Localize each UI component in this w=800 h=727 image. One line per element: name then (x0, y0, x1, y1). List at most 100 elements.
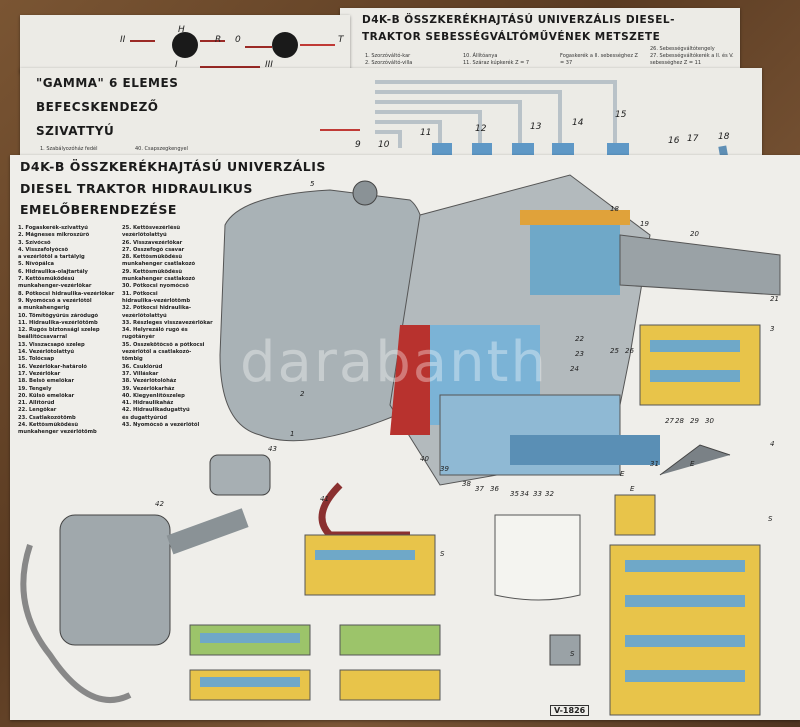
gearbox-legend-4: 11. Száraz kúpkerék Z = 7 (463, 60, 530, 66)
callout-number: 27 (665, 417, 674, 425)
legend-item: 38. Vezérlőtolóház (122, 378, 177, 385)
legend-item: 33. Részleges visszavezérlőkar (122, 319, 213, 326)
oil-reservoir-schematic (494, 514, 581, 666)
callout-number: 33 (533, 490, 542, 498)
pressure-pipe (318, 482, 410, 539)
callout-number: S (570, 650, 575, 658)
legend-item: 32. Pótkocsi hidraulika- (122, 305, 192, 312)
legend-item: 22. Lengőkar (18, 407, 57, 414)
callout-number: S (440, 550, 445, 558)
legend-item: 19. Tengely (18, 385, 52, 392)
legend-item: 25. Kettősvezérlésű (122, 225, 181, 231)
legend-item: 14. Vezérlőtolattyú (18, 349, 75, 356)
callout-number: 31 (650, 460, 659, 468)
callout-number: 25 (610, 347, 619, 355)
schematic-right-upper (639, 324, 761, 406)
injection-pump-poster: "GAMMA" 6 ELEMES BEFECSKENDEZŐ SZIVATTYÚ… (20, 68, 762, 168)
legend-item: 43. Nyomócső a vezérlőtől (122, 422, 200, 429)
callout-number: 2 (300, 390, 305, 398)
legend-item: 26. Visszavezérlőkar (122, 239, 183, 246)
callout-number: 3 (770, 325, 775, 333)
legend-item: a vezérlőtől a tartályig (18, 254, 85, 261)
part-number: 11 (420, 128, 432, 138)
legend-item: 27. Összefogó csavar (122, 246, 185, 253)
legend-item: munkahenger csatlakozó (122, 261, 196, 268)
legend-item: 5. Nívópálca (18, 261, 55, 268)
legend-item: 40. Kiegyenlítőszelep (122, 392, 185, 399)
legend-item: 15. Tolócsap (18, 356, 55, 363)
legend-item: 29. Kettősműködésű (122, 268, 183, 275)
callout-number: 20 (690, 230, 699, 238)
callout-number: 18 (610, 205, 619, 213)
legend-item: 35. Összekötőcső a pótkocsi (122, 341, 205, 348)
callout-number: 29 (690, 417, 699, 425)
part-number: 10 (378, 140, 390, 150)
legend-item: 4. Visszafolyócső (18, 246, 69, 253)
callout-number: S (768, 515, 773, 523)
gearbox-legend-6: 26. Sebességváltótengely (650, 46, 715, 52)
legend-item: 8. Pótkocsi hidraulika-vezérlőkar (18, 290, 115, 297)
legend-item: beállítócsavarral (18, 334, 68, 341)
callout-number: 30 (705, 417, 714, 425)
gearbox-legend-1: 1. Szorzóváltó-kar (365, 53, 411, 59)
callout-number: 1 (290, 430, 295, 438)
legend-item: vezérlőtolattyú (122, 232, 167, 239)
legend-item: 41. Hidraulikaház (122, 400, 174, 407)
legend-item: vezérlőtől a csatlakozó- (122, 349, 192, 356)
callout-number: 24 (570, 365, 579, 373)
legend-item: 30. Pótkocsi nyomócső (122, 283, 189, 290)
legend-item: a munkahengerig (18, 305, 70, 312)
gearbox-legend-5: Fogaskerék a II. sebességhez Z = 37 (560, 53, 638, 66)
valve-spool (510, 435, 660, 465)
callout-number: 42 (155, 500, 164, 508)
legend-item: 9. Nyomócső a vezérlőtől (18, 297, 92, 304)
gearbox-legend-3: 10. Állítóanya (463, 53, 498, 59)
shift-pattern-diagram (130, 32, 335, 68)
callout-number: E (690, 460, 695, 468)
part-number: 9 (355, 140, 361, 150)
legend-item: 17. Vezérlőkar (18, 370, 61, 377)
magnetic-filter (209, 454, 271, 496)
part-number: 12 (475, 124, 487, 134)
part-number: 18 (718, 132, 730, 142)
shift-knob-icon (272, 32, 298, 58)
legend-item: 23. Csatlakozótömb (18, 414, 76, 421)
legend-item: rugótányér (122, 334, 155, 341)
lift-arm (619, 234, 781, 296)
legend-item: 18. Belső emelőkar (18, 378, 74, 385)
pump-title-line3: SZIVATTYÚ (36, 124, 115, 138)
pump-title-line1: "GAMMA" 6 ELEMES (36, 76, 179, 90)
pump-shaft (166, 508, 249, 555)
legend-item: 13. Visszacsapó szelep (18, 341, 85, 348)
hydraulic-poster: D4K-B ÖSSZKERÉKHAJTÁSÚ UNIVERZÁLIS DIESE… (10, 155, 800, 720)
legend-item: 37. Villáskar (122, 370, 159, 377)
legend-item: 34. Helyrezáló rugó és (122, 327, 188, 334)
callout-number: E (620, 470, 625, 478)
lift-cylinder (530, 225, 620, 295)
yellow-section (520, 210, 630, 225)
callout-number: 36 (490, 485, 499, 493)
hydraulic-title-line3: EMELŐBERENDEZÉSE (20, 202, 177, 217)
hydraulic-cutaway-illustration (20, 174, 781, 716)
callout-number: 43 (268, 445, 277, 453)
legend-item: hidraulika-vezérlőtömb (122, 297, 191, 304)
callout-number: 34 (520, 490, 529, 498)
callout-number: 26 (625, 347, 634, 355)
callout-number: 21 (770, 295, 779, 303)
callout-number: 19 (640, 220, 649, 228)
part-number: 17 (687, 134, 699, 144)
legend-item: tömbig (122, 356, 143, 363)
legend-item: 21. Állítórúd (18, 400, 55, 407)
shift-label-R: R (215, 35, 222, 45)
gearbox-title-line1: D4K-B ÖSSZKERÉKHAJTÁSÚ UNIVERZÁLIS DIESE… (362, 14, 675, 26)
hydraulic-title-line2: DIESEL TRAKTOR HIDRAULIKUS (20, 181, 253, 196)
callout-number: 32 (545, 490, 554, 498)
callout-number: 38 (462, 480, 471, 488)
filler-cap (352, 180, 378, 206)
watermark-text: darabanth (240, 330, 549, 395)
pump-section (390, 325, 430, 435)
gearbox-legend-2: 2. Szorzóváltó-villa (365, 60, 413, 66)
pump-legend-1: 1. Szabályozóház fedél (40, 146, 98, 152)
